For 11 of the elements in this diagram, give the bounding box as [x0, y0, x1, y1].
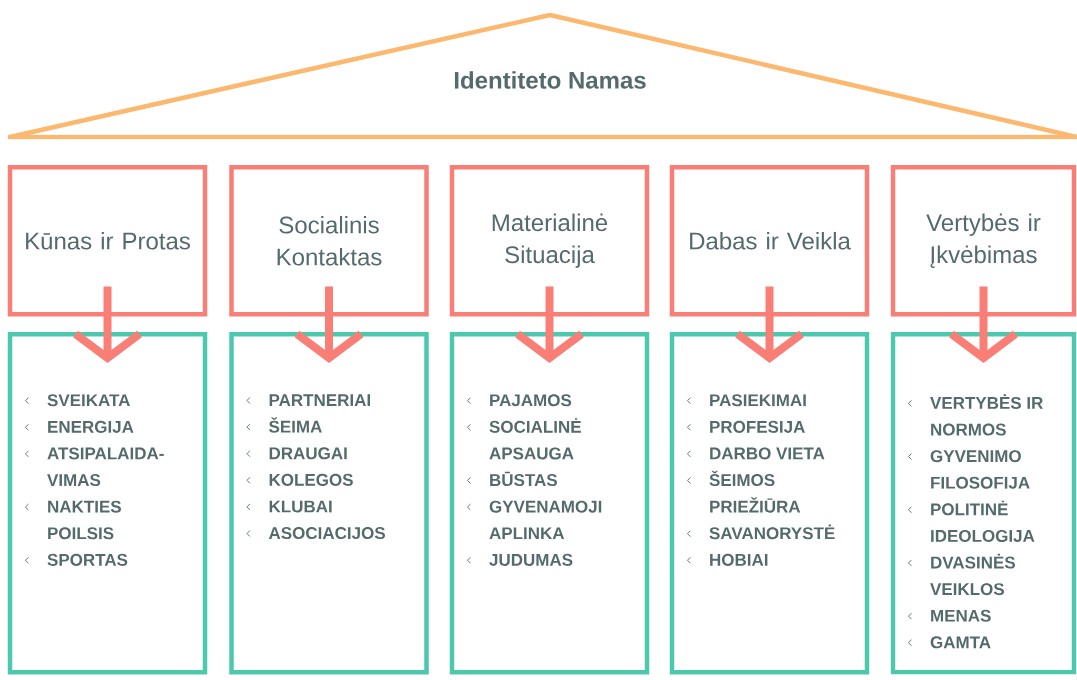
list-box: VERTYBĖS IR NORMOS GYVENIMO FILOSOFIJA POLITINĖ IDEOLOGIJA DVASINĖS VEIKLOS MENAS GAMTA: [890, 332, 1077, 675]
list-box: PAJAMOS SOCIALINĖ APSAUGA BŪSTAS GYVENAMOJI APLINKA JUDUMAS: [449, 332, 650, 675]
list-box: PASIEKIMAI PROFESIJA DARBO VIETA ŠEIMOS PRIEŽIŪRA SAVANORYSTĖ HOBIAI: [669, 332, 870, 675]
category-box: Socialinis Kontaktas: [229, 165, 429, 317]
category-box: Dabas ir Veikla: [669, 165, 870, 317]
list-box: PARTNERIAI ŠEIMA DRAUGAI KOLEGOS KLUBAI ASOCIACIJOS: [229, 332, 429, 675]
category-box: Materialinė Situacija: [449, 165, 650, 317]
list-box: SVEIKATA ENERGIJA ATSIPALAIDA-VIMAS NAKTIES POILSIS SPORTAS: [7, 332, 208, 675]
category-box: Kūnas ir Protas: [7, 165, 208, 317]
roof-triangle: Identiteto Namas: [8, 12, 1077, 140]
category-box: Vertybės ir Įkvėbimas: [890, 165, 1077, 317]
